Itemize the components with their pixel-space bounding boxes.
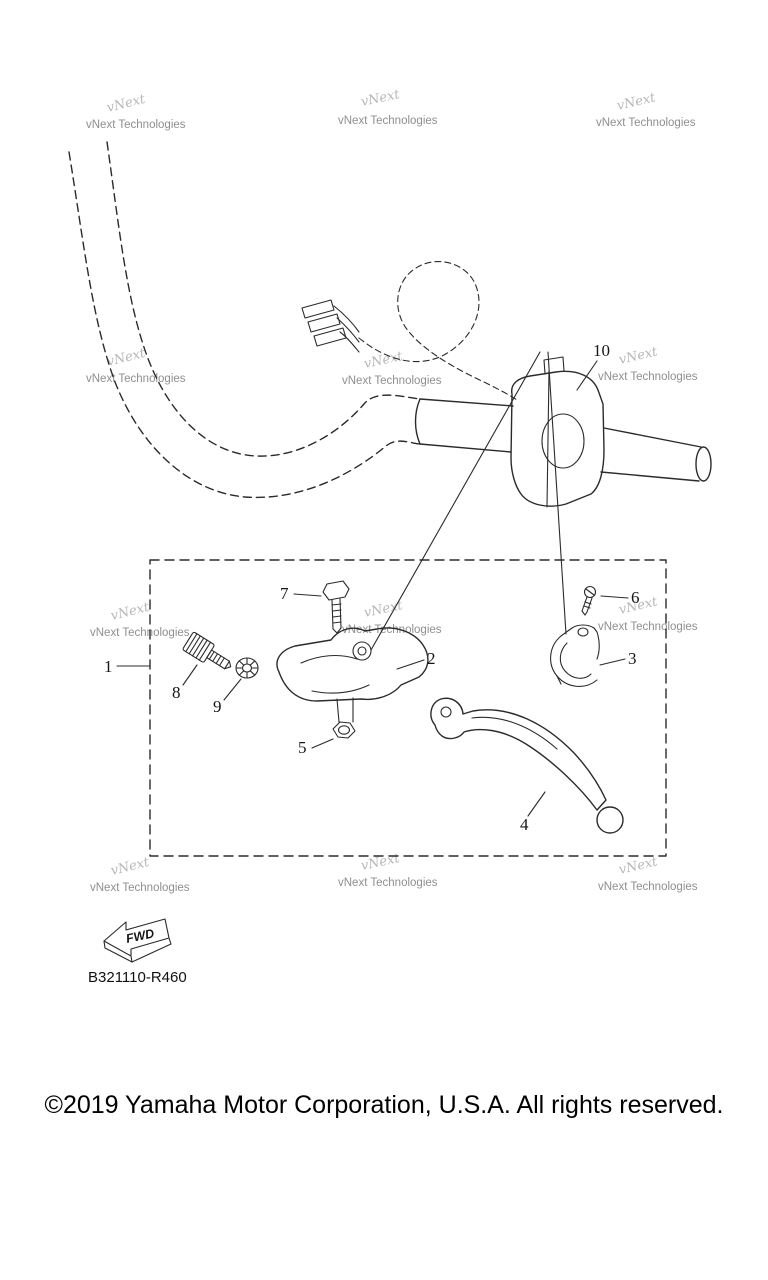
watermark-script: vNext (360, 851, 402, 874)
watermark-label: vNext Technologies (598, 881, 698, 893)
watermark-label: vNext Technologies (90, 627, 190, 639)
watermark-script: vNext (105, 346, 147, 370)
watermark-label: vNext Technologies (598, 371, 698, 383)
watermark-script: vNext (105, 92, 147, 116)
part-nut-9 (235, 657, 259, 679)
watermark-label: vNext Technologies (86, 373, 186, 385)
switch-housing (510, 356, 605, 508)
handlebar-dashed-outline (68, 141, 421, 499)
diagram-code: B321110-R460 (88, 969, 187, 986)
watermark-script: vNext (616, 90, 658, 114)
part-label-10: 10 (593, 341, 610, 360)
watermark: vNext vNext Technologies (90, 600, 190, 639)
handlebar-solid (414, 398, 712, 482)
watermark: vNext vNext Technologies (598, 344, 698, 383)
watermark-script: vNext (109, 855, 151, 879)
part-label-7: 7 (280, 584, 289, 603)
watermark: vNext vNext Technologies (342, 349, 442, 387)
watermark-layer: vNext vNext Technologies vNext vNext Tec… (86, 87, 698, 894)
fwd-arrow-icon: FWD (103, 918, 172, 963)
wire-connector (301, 299, 360, 353)
part-label-3: 3 (628, 649, 637, 668)
watermark: vNext vNext Technologies (338, 87, 438, 127)
fwd-label: FWD (125, 926, 156, 946)
watermark: vNext vNext Technologies (596, 90, 696, 129)
part-adjuster-8 (182, 631, 232, 670)
copyright-text: ©2019 Yamaha Motor Corporation, U.S.A. A… (45, 1091, 724, 1119)
part-lever-4 (430, 697, 624, 834)
part-label-6: 6 (631, 588, 640, 607)
part-label-5: 5 (298, 738, 307, 757)
watermark-label: vNext Technologies (338, 877, 438, 889)
watermark-script: vNext (363, 349, 405, 372)
part-nut-5 (332, 721, 356, 739)
watermark-label: vNext Technologies (342, 624, 442, 636)
part-screw-6 (581, 585, 597, 616)
watermark-label: vNext Technologies (90, 882, 190, 894)
watermark-label: vNext Technologies (338, 115, 438, 127)
part-label-4: 4 (520, 815, 529, 834)
part-bracket-3 (550, 624, 600, 687)
watermark: vNext vNext Technologies (598, 594, 698, 633)
leader-lines (116, 351, 629, 817)
watermark-label: vNext Technologies (86, 119, 186, 131)
watermark-label: vNext Technologies (596, 117, 696, 129)
part-label-1: 1 (104, 657, 113, 676)
watermark: vNext vNext Technologies (338, 851, 438, 889)
watermark-label: vNext Technologies (598, 621, 698, 633)
watermark-script: vNext (360, 87, 402, 110)
part-label-2: 2 (427, 649, 436, 668)
wire-harness (358, 261, 518, 401)
watermark: vNext vNext Technologies (598, 854, 698, 893)
part-bolt-7 (322, 580, 350, 634)
part-label-8: 8 (172, 683, 181, 702)
part-label-9: 9 (213, 697, 222, 716)
watermark-script: vNext (618, 854, 660, 878)
watermark-script: vNext (618, 344, 660, 368)
watermark: vNext vNext Technologies (90, 855, 190, 894)
watermark: vNext vNext Technologies (86, 92, 186, 131)
watermark-script: vNext (109, 600, 151, 624)
watermark-label: vNext Technologies (342, 375, 442, 387)
parts-group-box (149, 559, 667, 857)
watermark: vNext vNext Technologies (86, 346, 186, 385)
watermark: vNext vNext Technologies (342, 598, 442, 636)
part-lever-holder-2 (276, 627, 429, 723)
